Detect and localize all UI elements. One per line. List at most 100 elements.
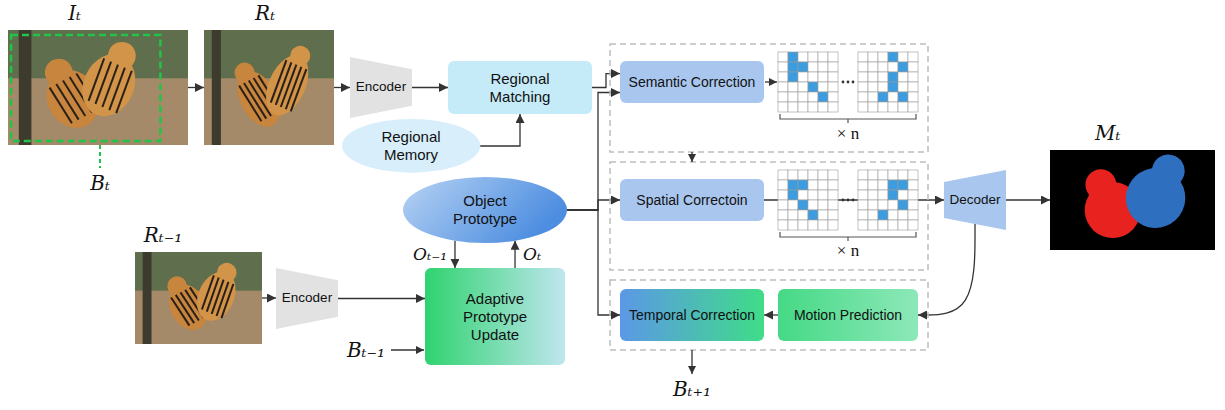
feature-grid: [858, 170, 918, 230]
flow-connector: [412, 87, 448, 88]
grid-cell: [798, 62, 808, 72]
grid-cell: [788, 62, 798, 72]
photo-scene: [8, 30, 188, 145]
grid-cell: [898, 170, 908, 180]
grid-cell: [898, 62, 908, 72]
ellipsis-dot: [852, 81, 855, 84]
tree-trunk: [212, 30, 221, 145]
grid-cell: [858, 210, 868, 220]
grid-cell: [858, 82, 868, 92]
grid-cell: [868, 72, 878, 82]
grid-cell: [808, 102, 818, 112]
grid-cell: [868, 82, 878, 92]
grid-cell: [888, 102, 898, 112]
edge-symbol: Oₜ₋₁: [411, 245, 449, 264]
grid-cell: [878, 62, 888, 72]
photo-foliage: [204, 30, 334, 78]
grid-cell: [818, 180, 828, 190]
photo-scene: [1050, 143, 1215, 250]
grid-cell: [858, 72, 868, 82]
trapezoid-outline: [276, 268, 338, 329]
feature-grid: [778, 52, 838, 112]
grid-cell: [878, 92, 888, 102]
grid-cell: [908, 72, 918, 82]
grid-cell: [798, 200, 808, 210]
grid-cell: [808, 180, 818, 190]
grid-cell: [878, 190, 888, 200]
grid-cell: [818, 220, 828, 230]
grid-cell: [788, 200, 798, 210]
grid-cell: [798, 190, 808, 200]
grid-cell: [808, 72, 818, 82]
grid-cell: [898, 92, 908, 102]
grid-cell: [818, 170, 828, 180]
grid-cell: [798, 210, 808, 220]
grid-cell: [888, 82, 898, 92]
ellipsis-dot: [842, 81, 845, 84]
grid-cell: [898, 72, 908, 82]
frame-symbol: Rₜ: [255, 2, 275, 25]
grid-cell: [818, 210, 828, 220]
grid-cell: [868, 170, 878, 180]
grid-cell: [788, 92, 798, 102]
ellipsis-dots: [842, 199, 855, 202]
node-label: Regional Matching: [462, 70, 578, 106]
grid-cell: [808, 92, 818, 102]
dashed-group: [610, 44, 928, 152]
output-mask: Mₜ: [1050, 150, 1215, 250]
ellipsis-dot: [842, 199, 845, 202]
grid-cell: [858, 170, 868, 180]
grid-cell: [878, 180, 888, 190]
grid-cell: [898, 82, 908, 92]
photo-ground: [135, 252, 262, 344]
tiger-head: [40, 54, 77, 91]
grid-cell: [908, 210, 918, 220]
grid-cell: [818, 82, 828, 92]
flow-connector: [764, 314, 778, 315]
flow-connector: [592, 74, 620, 88]
box-symbol: Bₜ₋₁: [347, 339, 385, 362]
repeat-count: × n: [837, 124, 859, 144]
flow-arrow: [691, 152, 692, 162]
grid-cell: [878, 102, 888, 112]
memory-ellipse: Regional Memory: [342, 119, 480, 173]
ellipsis-dot: [852, 199, 855, 202]
grid-cell: [868, 92, 878, 102]
photo-ground: [204, 30, 334, 145]
grid-cell: [828, 190, 838, 200]
tiger-stripe: [113, 71, 134, 113]
grid-cell: [868, 102, 878, 112]
grid-cell: [908, 220, 918, 230]
grid-cell: [878, 200, 888, 210]
flow-arrow: [691, 350, 692, 374]
grid-cell: [888, 220, 898, 230]
grid-cell: [788, 210, 798, 220]
grid-cell: [828, 62, 838, 72]
grid-cell: [898, 102, 908, 112]
grid-cell: [788, 102, 798, 112]
tiger-stripe: [219, 284, 236, 318]
frame-symbol: Mₜ: [1095, 122, 1120, 145]
grid-cell: [808, 62, 818, 72]
region-frame: Rₜ: [204, 30, 334, 145]
grid-cell: [808, 220, 818, 230]
grid-cell: [808, 52, 818, 62]
grid-cell: [788, 190, 798, 200]
node-label: Decoder: [949, 192, 1000, 208]
box-symbol: Bₜ₊₁: [673, 378, 711, 401]
previous-frame: Rₜ₋₁: [135, 252, 262, 344]
grid-cell: [778, 102, 788, 112]
encoder-block: Encoder: [276, 268, 338, 329]
box-leader-line: [99, 145, 101, 168]
grid-cell: [868, 200, 878, 210]
flow-connector: [262, 297, 276, 298]
grid-cell: [788, 220, 798, 230]
node-label: Semantic Correction: [629, 74, 756, 91]
grid-cell: [778, 170, 788, 180]
grid-cell: [858, 220, 868, 230]
photo-scene: [204, 30, 334, 145]
flow-connector: [480, 114, 520, 146]
photo-ground: [8, 30, 188, 145]
flow-connector: [454, 241, 455, 268]
